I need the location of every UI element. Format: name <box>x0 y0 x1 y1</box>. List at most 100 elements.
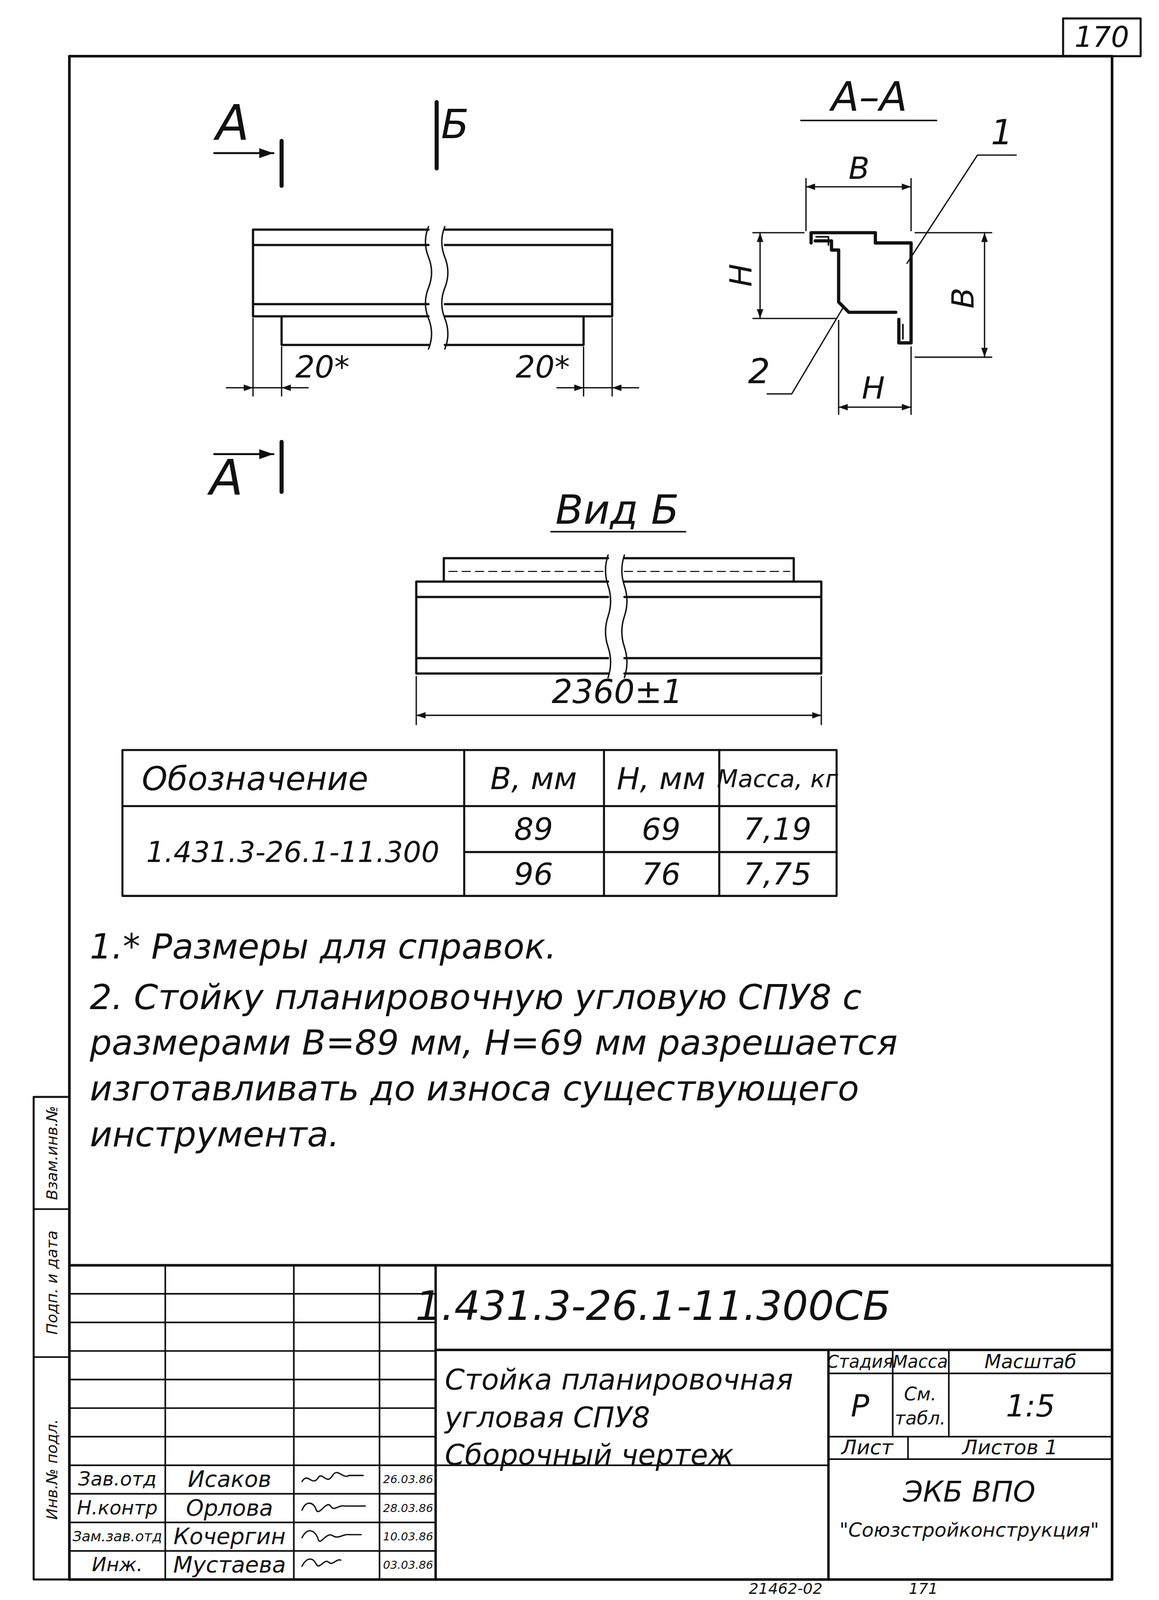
drawing-line <box>279 441 284 492</box>
drawing-line <box>69 1321 436 1323</box>
drawing-line <box>69 1464 436 1466</box>
dimension-text: В <box>848 149 870 187</box>
drawing-line <box>463 749 466 896</box>
drawing-line <box>815 240 896 313</box>
margin-caption: Подп. и дата <box>43 1230 62 1335</box>
drawing-line <box>253 229 429 345</box>
drawing-line <box>416 714 822 717</box>
title-block-cell: Листов 1 <box>962 1435 1058 1460</box>
drawing-line <box>448 570 608 572</box>
archive-number: 171 <box>908 1579 939 1599</box>
drawing-line <box>910 346 913 414</box>
callout-number: 1 <box>991 111 1014 154</box>
drawing-line <box>253 386 282 389</box>
drawing-line <box>214 152 274 155</box>
drawing-line <box>279 140 284 186</box>
drawing-line <box>69 1550 436 1552</box>
drawing-line <box>464 851 837 853</box>
table-cell: 76 <box>641 855 681 893</box>
sign-date: 10.03.86 <box>383 1529 434 1544</box>
role-name: Н.контр <box>77 1496 158 1520</box>
role-name: Зав.отд <box>78 1467 157 1492</box>
table-cell: 7,19 <box>743 811 812 849</box>
table-cell: 89 <box>514 811 554 849</box>
sheet-frame <box>33 18 1141 1580</box>
drawing-line <box>69 1350 436 1352</box>
callout-number: 2 <box>747 350 771 393</box>
drawing-line <box>816 237 829 246</box>
title-block-header: Масса <box>892 1351 949 1373</box>
drawing-line <box>948 1349 950 1437</box>
drawing-line <box>281 386 308 389</box>
section-title: А–А <box>831 72 908 122</box>
view-b <box>416 531 822 725</box>
drawing-line <box>69 56 1113 1580</box>
dimension-text: 2360±1 <box>551 672 683 712</box>
drawing-line <box>122 805 837 808</box>
drawing-line <box>444 229 613 345</box>
drawing-line <box>69 1435 436 1438</box>
drawing-line <box>983 232 986 358</box>
drawing-line <box>622 554 628 678</box>
drawing-line <box>69 1521 436 1523</box>
drawing-line <box>806 185 912 188</box>
organization: "Союзстройконструкция" <box>839 1518 1099 1542</box>
drawing-line <box>612 386 639 389</box>
drawing-line <box>838 406 912 408</box>
dimension-lines <box>226 318 639 396</box>
drawing-line <box>603 749 606 896</box>
drawing-line <box>69 1407 436 1409</box>
table-header: В, мм <box>490 760 577 798</box>
signatures <box>301 1472 366 1567</box>
table-header: Масса, кг <box>716 763 838 793</box>
drawing-line <box>33 1356 70 1358</box>
drawing-line <box>557 386 584 389</box>
drawing-line <box>1062 18 1141 57</box>
drawing-line <box>301 1472 363 1482</box>
role-name: Инж. <box>91 1553 143 1577</box>
drawing-line <box>226 386 254 389</box>
drawing-line <box>759 232 761 319</box>
section-marks <box>214 102 437 492</box>
margin-caption: Взам.инв.№ <box>43 1106 62 1201</box>
drawing-line <box>164 1264 167 1580</box>
note-text: 1.* Размеры для справок. <box>89 925 557 968</box>
drawing-line <box>69 1378 436 1380</box>
drawing-line <box>69 1292 436 1295</box>
drawing-line <box>820 676 823 725</box>
drawing-line <box>915 356 993 359</box>
drawing-line <box>624 558 822 674</box>
margin-caption: Инв.№ подл. <box>43 1418 62 1520</box>
drawing-line <box>434 102 440 169</box>
drawing-line <box>605 554 611 678</box>
person-name: Мустаева <box>173 1551 286 1579</box>
dimension-text: В <box>944 287 982 309</box>
drawing-line <box>624 570 790 572</box>
drawing-line <box>611 318 614 396</box>
drawing-line <box>33 1208 70 1210</box>
drawing-line <box>902 324 904 339</box>
drawing-line <box>837 320 840 414</box>
drawing-line <box>416 558 608 674</box>
title-block-cell: Р <box>851 1387 870 1425</box>
sign-date: 28.03.86 <box>383 1501 434 1515</box>
title-block-cell: См. табл. <box>894 1381 946 1431</box>
drawing-line <box>292 1264 295 1580</box>
drawing-line <box>753 155 1017 415</box>
table-cell: 7,75 <box>743 855 812 893</box>
drawing-name: Стойка планировочная угловая СПУ8 Сбороч… <box>444 1360 812 1475</box>
note-text: 2. Стойку планировочную угловую СПУ8 с р… <box>89 974 1039 1158</box>
section-letter: А <box>215 93 250 152</box>
drawing-line <box>441 226 448 350</box>
archive-number: 21462-02 <box>748 1579 823 1599</box>
title-block-cell: Лист <box>841 1435 894 1460</box>
table-cell: 69 <box>641 811 681 849</box>
dimension-text: 20* <box>515 349 571 387</box>
section-view <box>753 120 1017 415</box>
table-cell: 96 <box>514 855 554 893</box>
section-letter: А <box>209 447 244 507</box>
role-name: Зам.зав.отд <box>72 1527 162 1546</box>
title-block <box>69 1264 1113 1580</box>
drawing-line <box>301 1502 366 1512</box>
drawing-line <box>69 1492 436 1495</box>
